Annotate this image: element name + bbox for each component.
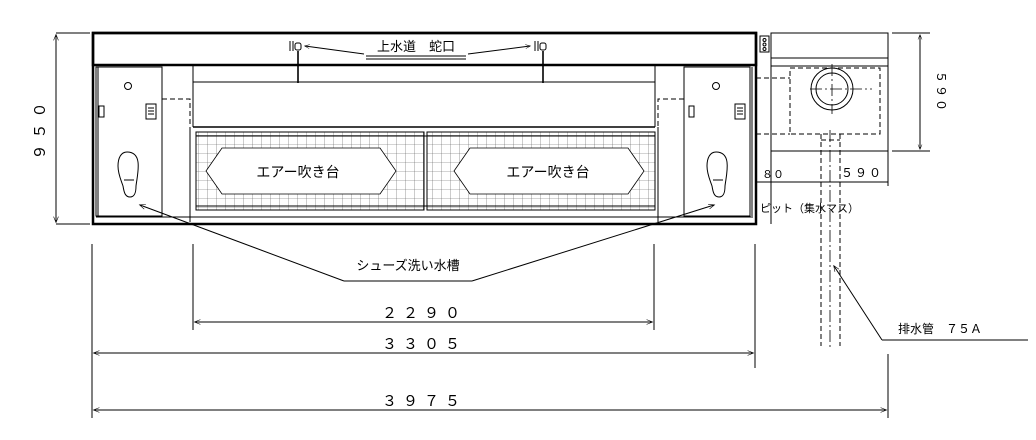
air-blow-label: エアー吹き台: [506, 165, 589, 181]
dimension-2290: ２２９０: [193, 304, 654, 325]
dimension-pit-height: ５９０: [892, 32, 948, 152]
dimension-tank-width-value: ３３０５: [382, 335, 466, 353]
extension-lines: [91, 244, 889, 418]
dimension-pit-width-value: ５９０: [841, 166, 883, 180]
dimension-3975: ３９７５: [92, 392, 888, 413]
footprint-icon: [706, 151, 728, 198]
footprint-icon: [117, 151, 139, 198]
right-shoe-unit: [657, 66, 753, 217]
drain-hole-icon: [712, 82, 720, 90]
shoe-wash-callout: シューズ洗い水槽: [138, 204, 716, 282]
dimension-pit-gap-value: ８０: [762, 168, 784, 181]
dimension-total-width-value: ３９７５: [382, 392, 466, 410]
pit: [756, 32, 889, 224]
drain-pipe: [820, 130, 841, 350]
valve-element: [759, 35, 770, 53]
left-shoe-unit: [95, 66, 191, 217]
dimension-height-value: ９５０: [31, 96, 49, 159]
faucet-icon: [534, 41, 547, 83]
faucet-label: 上水道 蛇口: [377, 40, 455, 55]
dimension-inner-width-value: ２２９０: [382, 304, 466, 322]
dimension-pit-height-value: ５９０: [934, 71, 948, 113]
air-blow-panels: エアー吹き台 エアー吹き台: [195, 131, 656, 211]
drain-pipe-label: 排水管 ７５Ａ: [898, 321, 982, 336]
dimension-pit-width: ８０ ５９０ ピット（集水マス）: [756, 151, 889, 215]
faucets: 上水道 蛇口: [289, 40, 547, 83]
dimension-3305: ３３０５: [92, 335, 755, 356]
shoe-wash-label: シューズ洗い水槽: [356, 258, 459, 274]
pit-label: ピット（集水マス）: [760, 201, 859, 215]
drain-pipe-callout: 排水管 ７５Ａ: [833, 264, 1028, 341]
tank-body: [91, 31, 758, 226]
dimension-height: ９５０: [31, 32, 90, 225]
drain-hole-icon: [124, 82, 132, 90]
faucet-icon: [289, 41, 302, 83]
air-blow-label: エアー吹き台: [256, 165, 339, 181]
